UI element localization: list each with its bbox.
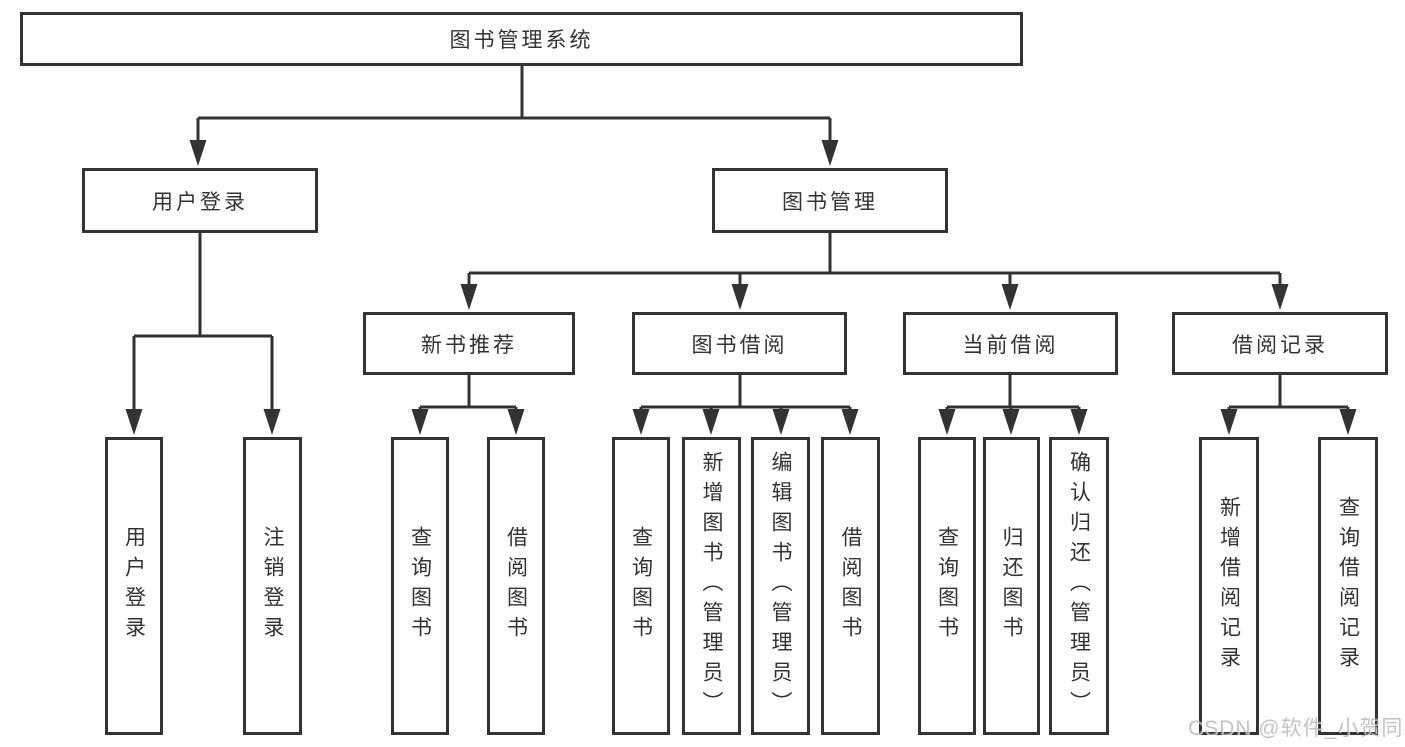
leaf-user-login: 用户登录: [105, 437, 163, 735]
leaf-query-book-current: 查询图书: [918, 437, 976, 735]
leaf-query-book-newbook-label: 查询图书: [408, 526, 432, 646]
connector-book-borrow: [641, 375, 850, 409]
node-user-login-label: 用户登录: [152, 190, 248, 214]
leaf-query-borrow-record: 查询借阅记录: [1318, 437, 1378, 735]
node-root-label: 图书管理系统: [449, 29, 594, 52]
leaf-query-book-current-label: 查询图书: [935, 526, 959, 646]
leaf-add-borrow-record: 新增借阅记录: [1199, 437, 1259, 735]
node-new-book-recommend: 新书推荐: [363, 312, 575, 375]
leaf-borrow-book: 借阅图书: [821, 437, 880, 735]
leaf-add-book-admin: 新增图书（管理员）: [682, 437, 741, 735]
leaf-logout-login: 注销登录: [243, 437, 302, 735]
leaf-borrow-book-newbook: 借阅图书: [487, 437, 545, 735]
leaf-user-login-label: 用户登录: [122, 526, 146, 646]
connector-cur-borrow: [947, 375, 1079, 409]
leaf-query-book-borrow-label: 查询图书: [629, 526, 653, 646]
leaf-query-book-borrow: 查询图书: [612, 437, 670, 735]
node-book-management-label: 图书管理: [782, 190, 878, 214]
node-borrow-record-label: 借阅记录: [1232, 333, 1328, 357]
node-book-borrow-label: 图书借阅: [691, 333, 788, 357]
node-new-book-recommend-label: 新书推荐: [421, 333, 517, 357]
leaf-query-book-newbook: 查询图书: [391, 437, 449, 735]
node-book-management: 图书管理: [712, 168, 948, 233]
leaf-query-borrow-record-label: 查询借阅记录: [1336, 496, 1360, 676]
node-current-borrow-label: 当前借阅: [962, 333, 1059, 357]
leaf-add-borrow-record-label: 新增借阅记录: [1217, 496, 1241, 676]
node-borrow-record: 借阅记录: [1172, 312, 1388, 375]
leaf-borrow-book-newbook-label: 借阅图书: [504, 526, 528, 646]
leaf-edit-book-admin: 编辑图书（管理员）: [751, 437, 810, 735]
connector-new-book: [420, 375, 516, 409]
leaf-return-book: 归还图书: [983, 437, 1040, 735]
leaf-add-book-admin-label: 新增图书（管理员）: [700, 451, 723, 721]
leaf-edit-book-admin-label: 编辑图书（管理员）: [769, 451, 792, 721]
connector-user-login: [134, 233, 272, 338]
connector-root-l1: [198, 66, 830, 120]
connector-book-mgmt-l2: [469, 233, 1280, 275]
leaf-logout-login-label: 注销登录: [261, 526, 284, 646]
node-book-borrow: 图书借阅: [632, 312, 847, 375]
node-root: 图书管理系统: [20, 12, 1023, 66]
leaf-confirm-return-admin-label: 确认归还（管理员）: [1067, 451, 1091, 721]
leaf-confirm-return-admin: 确认归还（管理员）: [1049, 437, 1109, 735]
node-current-borrow: 当前借阅: [903, 312, 1118, 375]
csdn-watermark: CSDN @软件_小贺同学: [1188, 717, 1405, 740]
leaf-borrow-book-label: 借阅图书: [839, 526, 862, 646]
node-user-login: 用户登录: [82, 168, 318, 233]
connector-borrow-record: [1229, 375, 1348, 409]
leaf-return-book-label: 归还图书: [1000, 526, 1023, 646]
